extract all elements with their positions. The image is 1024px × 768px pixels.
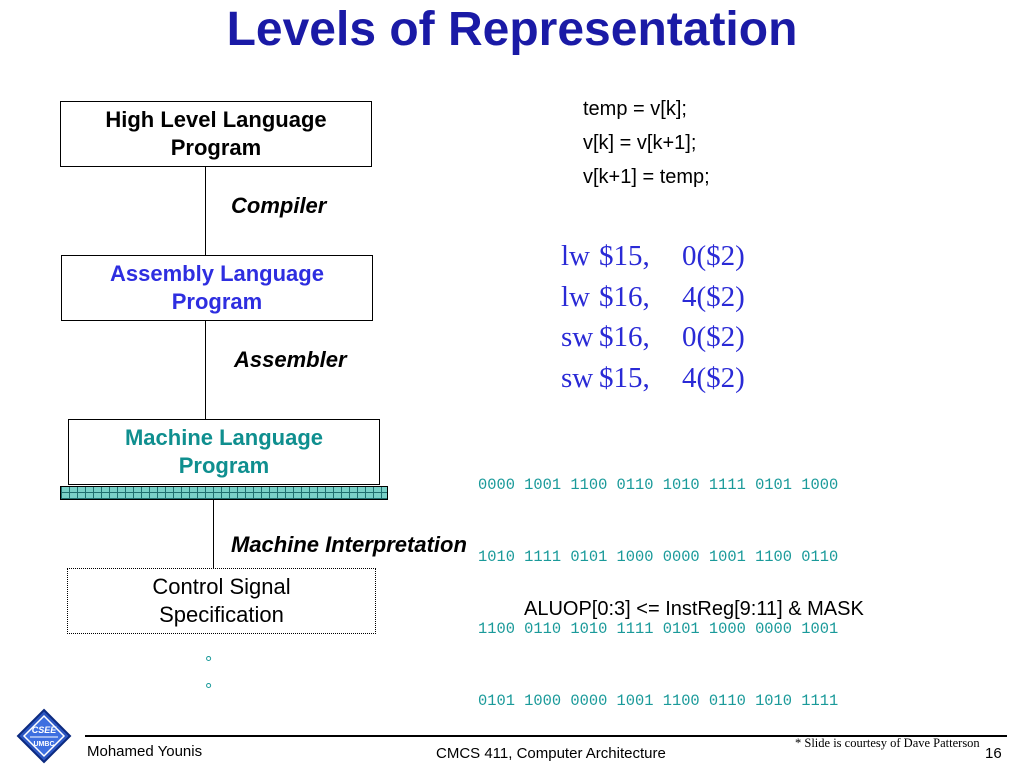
asm-address: 4($2) bbox=[682, 361, 745, 394]
asm-register: $16, bbox=[599, 321, 650, 353]
machine-code-line: 1010 1111 0101 1000 0000 1001 1100 0110 bbox=[478, 548, 839, 566]
machine-code-line: 1100 0110 1010 1111 0101 1000 0000 1001 bbox=[478, 620, 839, 638]
asm-code-line: sw$15, 4($2) bbox=[561, 358, 745, 399]
footer-page-number: 16 bbox=[985, 745, 1002, 762]
connector-line-3 bbox=[213, 500, 214, 568]
continuation-dot-2: ° bbox=[205, 680, 213, 700]
assembly-language-label-line1: Assembly Language bbox=[110, 261, 324, 286]
high-level-language-label-line1: High Level Language bbox=[105, 107, 327, 132]
asm-opcode: lw bbox=[561, 280, 590, 313]
asm-register: $16, bbox=[599, 280, 650, 313]
asm-code-line: lw $16, 4($2) bbox=[561, 277, 745, 318]
machine-language-stripe bbox=[60, 486, 388, 500]
machine-code-line: 0000 1001 1100 0110 1010 1111 0101 1000 bbox=[478, 476, 839, 494]
connector-line-1 bbox=[205, 167, 206, 255]
assembler-label: Assembler bbox=[234, 347, 347, 372]
control-signal-label-line2: Specification bbox=[159, 602, 284, 627]
high-level-code-block: temp = v[k]; v[k] = v[k+1]; v[k+1] = tem… bbox=[583, 92, 710, 194]
hll-code-line: v[k+1] = temp; bbox=[583, 166, 710, 188]
logo-text-bottom: UMBC bbox=[34, 741, 55, 748]
csee-umbc-logo-icon: CSEE UMBC bbox=[16, 708, 72, 764]
logo-text-top: CSEE bbox=[32, 725, 58, 735]
footer-course: CMCS 411, Computer Architecture bbox=[436, 745, 666, 762]
asm-code-line: sw$16, 0($2) bbox=[561, 317, 745, 358]
asm-address: 0($2) bbox=[682, 321, 745, 353]
assembly-code-block: lw$15,0($2) lw$16,4($2) sw$16,0($2) sw$1… bbox=[561, 236, 745, 398]
machine-code-line: 0101 1000 0000 1001 1100 0110 1010 1111 bbox=[478, 692, 839, 710]
control-expression: ALUOP[0:3] <= InstReg[9:11] & MASK bbox=[524, 598, 864, 620]
high-level-language-box: High Level Language Program bbox=[60, 101, 372, 167]
asm-opcode: sw bbox=[561, 321, 594, 353]
assembly-language-box: Assembly Language Program bbox=[61, 255, 373, 321]
footer-courtesy: * Slide is courtesy of Dave Patterson bbox=[795, 736, 980, 750]
asm-address: 4($2) bbox=[682, 280, 745, 313]
asm-address: 0($2) bbox=[682, 240, 745, 272]
asm-code-line: lw $15, 0($2) bbox=[561, 236, 745, 277]
footer-author: Mohamed Younis bbox=[87, 743, 203, 760]
control-signal-box: Control Signal Specification bbox=[67, 568, 376, 634]
compiler-label: Compiler bbox=[231, 193, 327, 218]
connector-line-2 bbox=[205, 321, 206, 419]
asm-register: $15, bbox=[599, 240, 650, 272]
machine-interpretation-label: Machine Interpretation bbox=[231, 532, 467, 557]
asm-opcode: sw bbox=[561, 361, 594, 394]
asm-register: $15, bbox=[599, 361, 650, 394]
footer-divider bbox=[85, 735, 1007, 737]
assembly-language-label-line2: Program bbox=[171, 289, 263, 314]
machine-language-label-line1: Machine Language bbox=[124, 425, 324, 450]
slide-title: Levels of Representation bbox=[226, 3, 798, 56]
hll-code-line: v[k] = v[k+1]; bbox=[583, 132, 697, 154]
hll-code-line: temp = v[k]; bbox=[583, 98, 687, 120]
asm-opcode: lw bbox=[561, 240, 590, 272]
machine-code-block: 0000 1001 1100 0110 1010 1111 0101 1000 … bbox=[478, 425, 838, 737]
control-signal-label-line1: Control Signal bbox=[152, 574, 291, 599]
continuation-dot-1: ° bbox=[205, 653, 213, 673]
high-level-language-label-line2: Program bbox=[170, 135, 262, 160]
machine-language-box: Machine Language Program bbox=[68, 419, 380, 485]
machine-language-label-line2: Program bbox=[178, 453, 270, 478]
